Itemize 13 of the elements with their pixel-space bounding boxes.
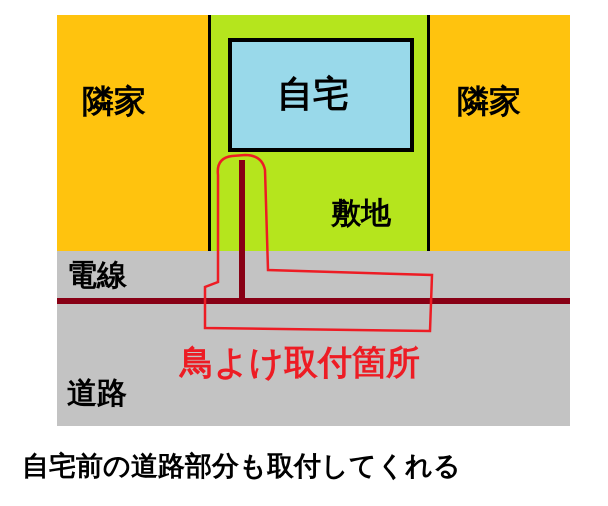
area-name: 自宅 (277, 73, 349, 117)
neighbor-house-area (57, 15, 208, 251)
power-line-label: 電線 (67, 257, 127, 295)
area-name: 敷地 (331, 195, 391, 233)
road-area (57, 251, 570, 426)
lot-area (208, 15, 430, 251)
highlight-label: 鳥よけ取付箇所 (180, 342, 420, 385)
caption: 自宅前の道路部分も取付してくれる (22, 450, 461, 484)
area-name: 道路 (67, 375, 127, 413)
area-name: 隣家 (82, 81, 146, 122)
house-box (228, 38, 414, 152)
area-name: 隣家 (457, 81, 521, 122)
neighbor-house-area (430, 15, 570, 251)
